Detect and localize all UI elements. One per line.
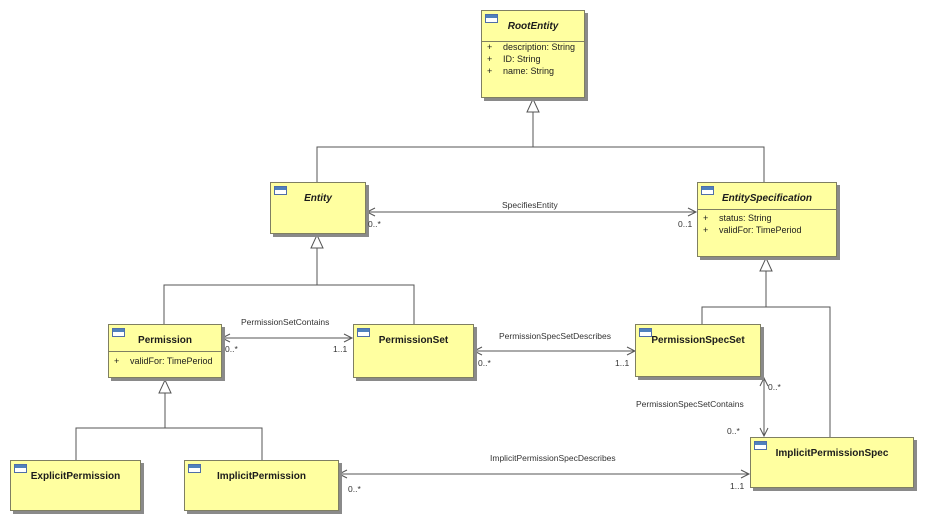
assoc-name-permission-spec-set-describes: PermissionSpecSetDescribes bbox=[499, 331, 611, 341]
class-name: RootEntity bbox=[507, 21, 559, 32]
class-icon bbox=[754, 441, 767, 450]
generalization-arrowhead-entity bbox=[310, 233, 324, 249]
class-name: EntitySpecification bbox=[721, 193, 812, 204]
attribute: +description: String bbox=[487, 42, 576, 52]
class-name: Permission bbox=[138, 335, 192, 346]
multiplicity-permission-spec-set-describes-target: 1..1 bbox=[615, 358, 630, 368]
multiplicity-permission-spec-set-contains-target: 0..* bbox=[727, 426, 740, 436]
generalization-arrowhead-permission bbox=[158, 378, 172, 394]
class-name: PermissionSet bbox=[378, 335, 449, 346]
attribute: +status: String bbox=[703, 213, 772, 223]
class-icon bbox=[485, 14, 498, 23]
class-icon bbox=[701, 186, 714, 195]
assoc-arrow-entity bbox=[365, 207, 376, 217]
class-permission-set[interactable]: PermissionSet bbox=[353, 324, 474, 378]
assoc-arrow-entityspec bbox=[687, 207, 698, 217]
class-implicit-permission-spec[interactable]: ImplicitPermissionSpec bbox=[750, 437, 914, 488]
assoc-name-permission-set-contains: PermissionSetContains bbox=[241, 317, 330, 327]
class-root-entity[interactable]: RootEntity +description: String +ID: Str… bbox=[481, 10, 585, 98]
class-entity-specification[interactable]: EntitySpecification +status: String +val… bbox=[697, 182, 837, 257]
generalization-arrowhead-entityspec bbox=[759, 256, 773, 272]
generalization-implicitspec-entityspec bbox=[766, 306, 831, 437]
class-name: Entity bbox=[304, 193, 332, 204]
class-name: ImplicitPermissionSpec bbox=[775, 448, 889, 459]
assoc-arrow-implicitspec bbox=[759, 427, 769, 438]
attribute: +validFor: TimePeriod bbox=[703, 225, 802, 235]
compartment-divider bbox=[109, 351, 221, 352]
class-explicit-permission[interactable]: ExplicitPermission bbox=[10, 460, 141, 511]
generalization-implicit-permission bbox=[165, 427, 263, 460]
assoc-name-implicit-permission-spec-describes: ImplicitPermissionSpecDescribes bbox=[490, 453, 616, 463]
multiplicity-specifies-entity-source: 0..* bbox=[368, 219, 381, 229]
generalization-explicit-permission bbox=[75, 393, 166, 460]
class-icon bbox=[357, 328, 370, 337]
generalization-entityspec-root bbox=[533, 146, 765, 183]
class-name: ImplicitPermission bbox=[217, 471, 306, 482]
attribute: +name: String bbox=[487, 66, 555, 76]
generalization-arrowhead-root bbox=[526, 97, 540, 113]
multiplicity-permission-spec-set-contains-source: 0..* bbox=[768, 382, 781, 392]
assoc-arrow-implicitspec-2 bbox=[740, 469, 751, 479]
multiplicity-implicit-permission-spec-describes-source: 0..* bbox=[348, 484, 361, 494]
class-implicit-permission[interactable]: ImplicitPermission bbox=[184, 460, 339, 511]
multiplicity-permission-spec-set-describes-source: 0..* bbox=[478, 358, 491, 368]
class-permission[interactable]: Permission +validFor: TimePeriod bbox=[108, 324, 222, 378]
assoc-arrow-permspecset-2 bbox=[759, 376, 769, 387]
class-icon bbox=[188, 464, 201, 473]
assoc-arrow-implicitpermission bbox=[337, 469, 348, 479]
class-entity[interactable]: Entity bbox=[270, 182, 366, 234]
class-permission-spec-set[interactable]: PermissionSpecSet bbox=[635, 324, 761, 377]
compartment-divider bbox=[482, 41, 584, 42]
generalization-permission-entity bbox=[163, 248, 318, 324]
generalization-permissionset-entity bbox=[317, 284, 415, 324]
class-icon bbox=[14, 464, 27, 473]
class-icon bbox=[274, 186, 287, 195]
assoc-arrow-permissionset-2 bbox=[472, 346, 483, 356]
assoc-name-permission-spec-set-contains: PermissionSpecSetContains bbox=[636, 399, 744, 409]
multiplicity-specifies-entity-target: 0..1 bbox=[678, 219, 693, 229]
attribute: +validFor: TimePeriod bbox=[114, 356, 213, 366]
attribute: +ID: String bbox=[487, 54, 541, 64]
generalization-entity-root bbox=[316, 112, 534, 182]
class-name: PermissionSpecSet bbox=[651, 335, 745, 346]
assoc-arrow-permission bbox=[220, 333, 231, 343]
class-icon bbox=[112, 328, 125, 337]
class-name: ExplicitPermission bbox=[30, 471, 121, 482]
multiplicity-permission-set-contains-source: 0..* bbox=[225, 344, 238, 354]
assoc-arrow-permissionset bbox=[343, 333, 354, 343]
multiplicity-permission-set-contains-target: 1..1 bbox=[333, 344, 348, 354]
compartment-divider bbox=[698, 209, 836, 210]
multiplicity-implicit-permission-spec-describes-target: 1..1 bbox=[730, 481, 745, 491]
assoc-name-specifies-entity: SpecifiesEntity bbox=[502, 200, 558, 210]
generalization-permspecset-entityspec bbox=[701, 271, 767, 324]
class-icon bbox=[639, 328, 652, 337]
